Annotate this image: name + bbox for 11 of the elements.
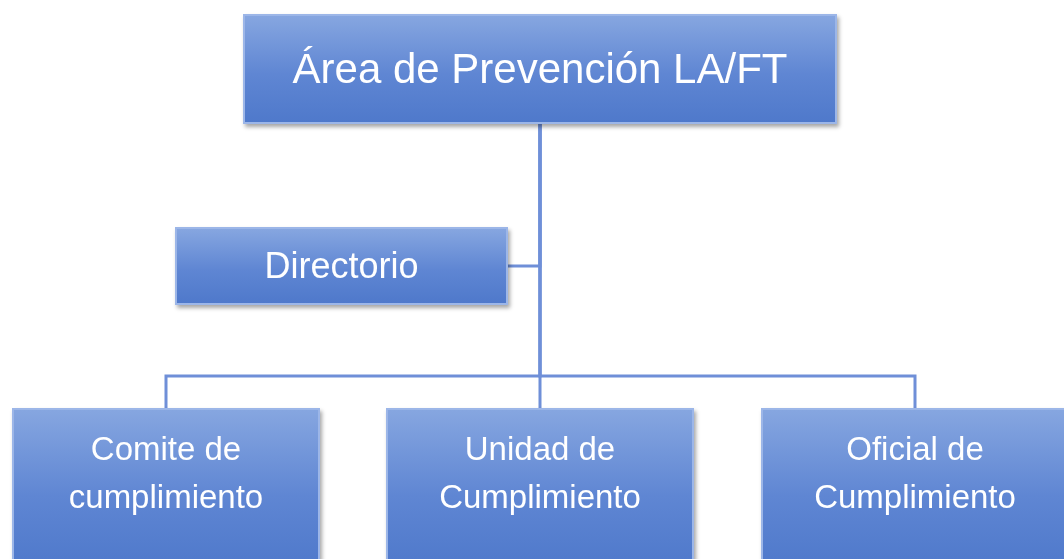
org-box — [761, 408, 1064, 559]
connector-line — [538, 124, 917, 408]
box-label: Área de Prevención LA/FT — [292, 43, 788, 94]
org-box — [243, 14, 837, 124]
box-label: Oficial de Cumplimiento — [813, 429, 1017, 517]
org-box — [386, 408, 694, 559]
org-box — [12, 408, 320, 559]
box-label: Unidad de Cumplimiento — [438, 429, 642, 517]
org-box — [175, 227, 508, 305]
box-label: Directorio — [264, 243, 419, 288]
box-label: Comite de cumplimiento — [67, 429, 265, 517]
